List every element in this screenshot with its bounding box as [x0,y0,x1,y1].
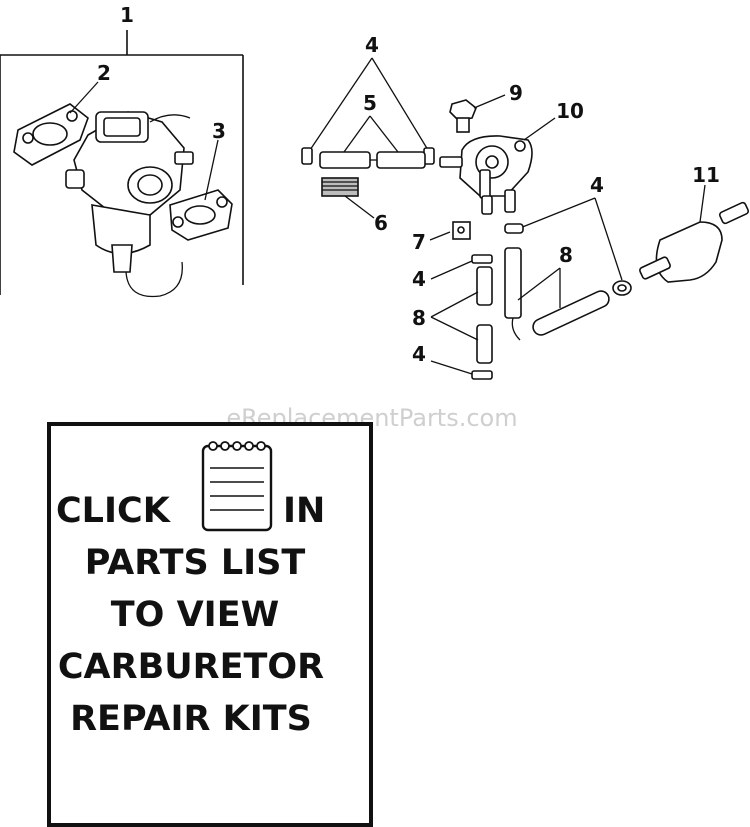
callout-4-mid[interactable]: 4 [412,267,426,291]
callout-9[interactable]: 9 [509,81,523,105]
notice-to-view: TO VIEW [111,595,279,635]
fuel-pump[interactable] [439,135,533,215]
notice-carburetor: CARBURETOR [58,647,324,687]
callout-5[interactable]: 5 [363,91,377,115]
callout-8-left[interactable]: 8 [412,306,426,330]
callout-1[interactable]: 1 [120,3,134,27]
callout-4-top[interactable]: 4 [365,33,379,57]
fuel-line-short[interactable] [319,151,426,169]
fuel-line-angled[interactable] [530,288,611,337]
callout-11[interactable]: 11 [692,163,720,187]
carburetor-gasket-right[interactable] [169,189,233,241]
notice-parts-list: PARTS LIST [85,543,306,583]
callout-10[interactable]: 10 [556,99,584,123]
fuel-filter[interactable] [639,201,750,283]
fuel-line-sleeve[interactable] [321,177,359,197]
pump-gasket-square[interactable] [452,221,471,240]
callout-2[interactable]: 2 [97,61,111,85]
hose-clamp[interactable] [301,147,435,165]
fuel-line-vertical[interactable] [476,247,522,364]
callout-7[interactable]: 7 [412,230,426,254]
carburetor-assembly-bracket [0,30,244,295]
carburetor-body[interactable] [65,111,194,298]
hose-clamp-right[interactable] [504,223,632,296]
pump-bolt[interactable] [449,99,477,133]
notepad-icon[interactable] [201,441,273,532]
notice-click: CLICK [56,491,172,531]
callout-6[interactable]: 6 [374,211,388,235]
repair-kit-notice[interactable]: CLICK IN PARTS LIST TO VIEW CARBURETOR R… [47,422,373,827]
notice-repair-kits: REPAIR KITS [70,699,312,739]
callout-4-bottom[interactable]: 4 [412,342,426,366]
hose-clamp-lower[interactable] [471,254,493,380]
notice-in: IN [283,491,325,531]
callout-3[interactable]: 3 [212,119,226,143]
callout-8-right[interactable]: 8 [559,243,573,267]
callout-4-right[interactable]: 4 [590,173,604,197]
